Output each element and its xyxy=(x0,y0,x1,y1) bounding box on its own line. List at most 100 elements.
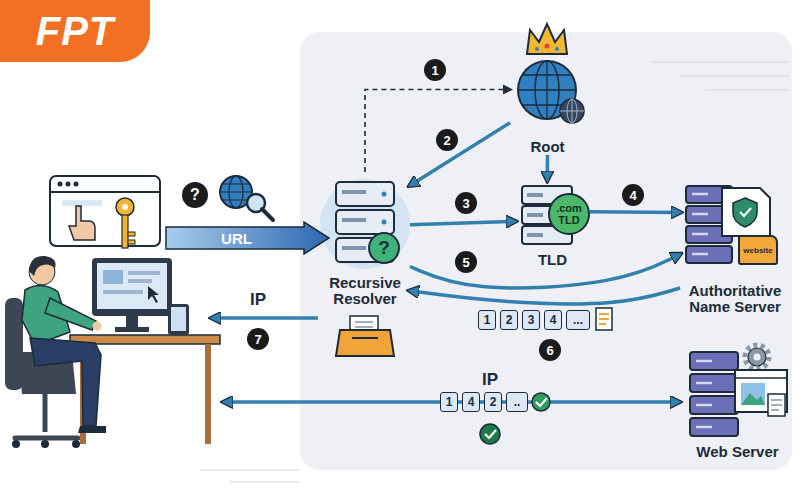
user-at-desk xyxy=(128,271,160,275)
browser-window xyxy=(50,191,160,193)
web-server-icon xyxy=(741,393,765,405)
node-text: ? xyxy=(378,237,390,259)
band-shape xyxy=(166,222,329,254)
connection-arrow xyxy=(532,393,550,411)
ip-label: IP xyxy=(250,290,266,310)
resolver-server-icon xyxy=(382,192,387,197)
root-icon xyxy=(560,99,584,123)
query-arrow xyxy=(410,254,680,288)
search-globe xyxy=(220,184,252,200)
resolver-server-icon xyxy=(342,246,366,250)
website-folder: website xyxy=(738,235,778,265)
root-icon xyxy=(518,24,584,123)
ip-digit-box: 3 xyxy=(522,310,540,330)
ip-digit-box: .. xyxy=(506,392,528,412)
question-badge: ? xyxy=(368,232,400,264)
referral-arrow xyxy=(590,210,680,214)
search-globe xyxy=(220,176,273,220)
root-icon xyxy=(555,47,559,51)
hierarchy-arrow xyxy=(546,155,550,180)
user-at-desk xyxy=(41,440,49,448)
answer-document xyxy=(599,314,609,324)
authoritative-server-icon xyxy=(722,188,770,236)
web-server: Web Server xyxy=(685,345,790,460)
answer-arrow xyxy=(410,288,680,304)
tld-badge: .com TLD xyxy=(548,193,590,235)
node-label: Root xyxy=(504,139,591,155)
tld-server-icon xyxy=(527,193,543,197)
query-arrow xyxy=(365,89,510,172)
user-at-desk xyxy=(126,316,138,328)
answer-document xyxy=(596,308,612,330)
web-server-icon xyxy=(741,383,765,405)
recursive-resolver: Recursive Resolver? xyxy=(320,172,410,307)
referral-arrow xyxy=(410,123,510,186)
callout-number: 1 xyxy=(424,59,446,81)
user-at-desk xyxy=(205,344,211,444)
ip-digit-box: 1 xyxy=(440,392,458,412)
web-server-icon xyxy=(745,345,769,369)
user-at-desk xyxy=(171,307,186,331)
cache-tray xyxy=(352,337,378,339)
node-text: 2 xyxy=(506,313,513,327)
root-icon xyxy=(560,99,584,123)
search-globe xyxy=(262,209,273,220)
user-at-desk xyxy=(15,436,78,441)
node-text: 3 xyxy=(528,313,535,327)
connection-arrow xyxy=(224,393,679,444)
return-arrow xyxy=(212,316,318,320)
background-panel xyxy=(300,32,792,470)
user-at-desk xyxy=(30,338,101,426)
ip-digit-box: 2 xyxy=(484,392,502,412)
callout-number: 3 xyxy=(455,192,477,214)
root-icon xyxy=(527,24,567,54)
return-arrow xyxy=(212,318,318,319)
node-text: .com TLD xyxy=(552,202,586,226)
node-text: 1 xyxy=(484,313,491,327)
tld-server-icon xyxy=(527,233,543,237)
callout-number: 7 xyxy=(247,328,269,350)
browser-window xyxy=(116,198,134,216)
node-text: ? xyxy=(190,186,200,204)
ip-digit-box: ... xyxy=(566,310,590,330)
user-at-desk xyxy=(78,426,106,433)
ip-label: IP xyxy=(482,370,498,390)
cache-tray xyxy=(336,316,394,356)
connection-arrow xyxy=(485,430,496,438)
browser-window xyxy=(58,182,63,187)
browser-window xyxy=(66,182,71,187)
callout-number: 4 xyxy=(622,184,644,206)
web-server-icon xyxy=(696,361,712,427)
user-at-desk xyxy=(128,279,152,283)
root-icon xyxy=(567,99,577,123)
tld-server-icon xyxy=(527,213,543,217)
browser-window xyxy=(128,240,135,244)
node-text: 4 xyxy=(550,313,557,327)
node-label: TLD xyxy=(509,252,596,268)
url-band: URL xyxy=(165,221,330,255)
background-panel xyxy=(200,470,300,482)
user-at-desk xyxy=(43,394,48,432)
user-at-desk xyxy=(5,256,220,448)
ip-digit-box: 1 xyxy=(478,310,496,330)
connection-arrow xyxy=(480,424,500,444)
background-panel xyxy=(650,62,790,90)
authoritative-server-icon xyxy=(733,198,757,227)
resolver-server-icon xyxy=(336,210,394,234)
ip-digit-box: 4 xyxy=(544,310,562,330)
user-at-desk xyxy=(168,304,189,335)
user-at-desk xyxy=(148,286,159,303)
root-server: Root xyxy=(510,40,585,155)
browser-window xyxy=(50,176,160,246)
browser-window xyxy=(69,206,95,240)
browser-window xyxy=(74,182,79,187)
user-at-desk xyxy=(103,270,123,284)
web-server-icon xyxy=(771,400,782,410)
resolver-server-icon xyxy=(342,218,366,222)
authoritative-server-icon xyxy=(692,194,708,254)
user-at-desk xyxy=(103,290,143,294)
ip-digit-box: 4 xyxy=(462,392,480,412)
